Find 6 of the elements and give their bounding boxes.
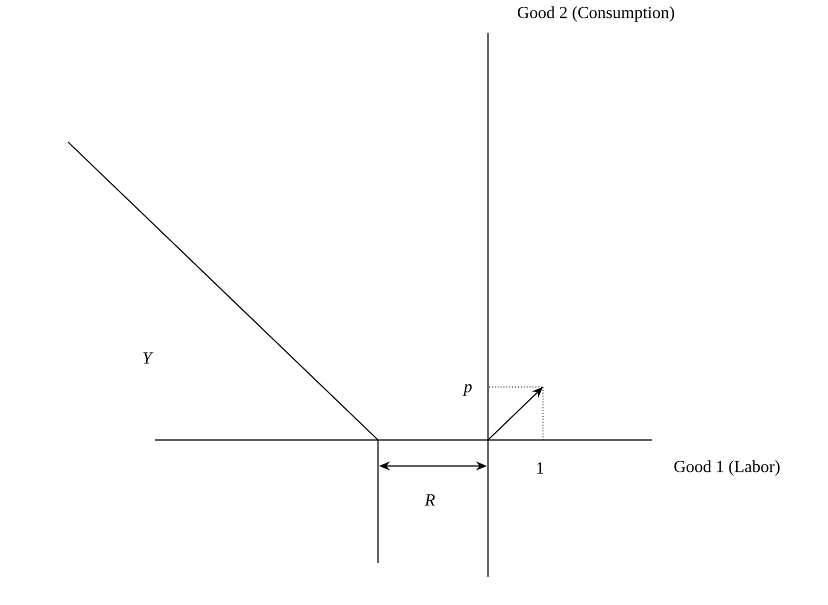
- tick-label: 1: [537, 462, 544, 474]
- axis-label: Good 1 (Labor): [674, 460, 780, 476]
- dimension-label: R: [424, 494, 435, 506]
- axis-label: Good 2 (Consumption): [518, 6, 674, 22]
- price-label: p: [462, 384, 472, 396]
- region-label: Y: [143, 352, 154, 364]
